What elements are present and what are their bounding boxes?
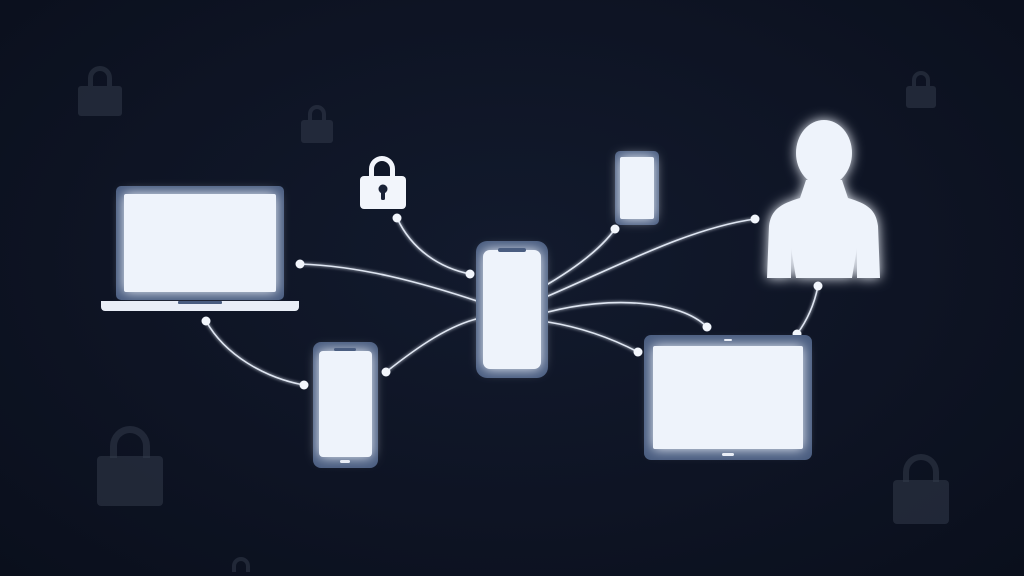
connector-dot [633,347,643,357]
connector-lines [205,217,819,386]
connector-dot [702,322,712,332]
background-lock-icon [301,105,333,143]
user-icon [767,120,880,278]
lock-icon [360,156,406,209]
background-lock-icon [97,426,163,506]
background-lock-icon [893,454,949,524]
connector-dot [610,224,620,234]
connector-dot [201,316,211,326]
connector-hub-user [547,218,756,297]
connector-dot [392,213,402,223]
connector-dot [813,281,823,291]
tablet-icon [644,335,812,460]
background-lock-icon [232,557,250,572]
background-lock-icon [78,66,122,116]
connector-dot [381,367,391,377]
connector-dot [295,259,305,269]
connector-hub-phone-left [385,317,481,373]
laptop-icon [101,186,299,311]
hub-smartphone-icon [476,241,548,378]
connector-laptop-phone-left [205,320,305,386]
connector-user-tablet [796,285,819,335]
connector-hub-tablet-b [547,321,639,353]
connector-hub-tablet-a [547,301,708,328]
connector-hub-phone-small [547,228,616,285]
connector-dot [750,214,760,224]
connector-dot [299,380,309,390]
background-lock-icon [906,71,936,108]
smartphone-icon-left [313,342,378,468]
smartphone-icon-small [615,151,659,225]
connector-dot [465,269,475,279]
connector-hub-laptop [299,263,481,303]
connector-hub-lock [396,217,471,275]
